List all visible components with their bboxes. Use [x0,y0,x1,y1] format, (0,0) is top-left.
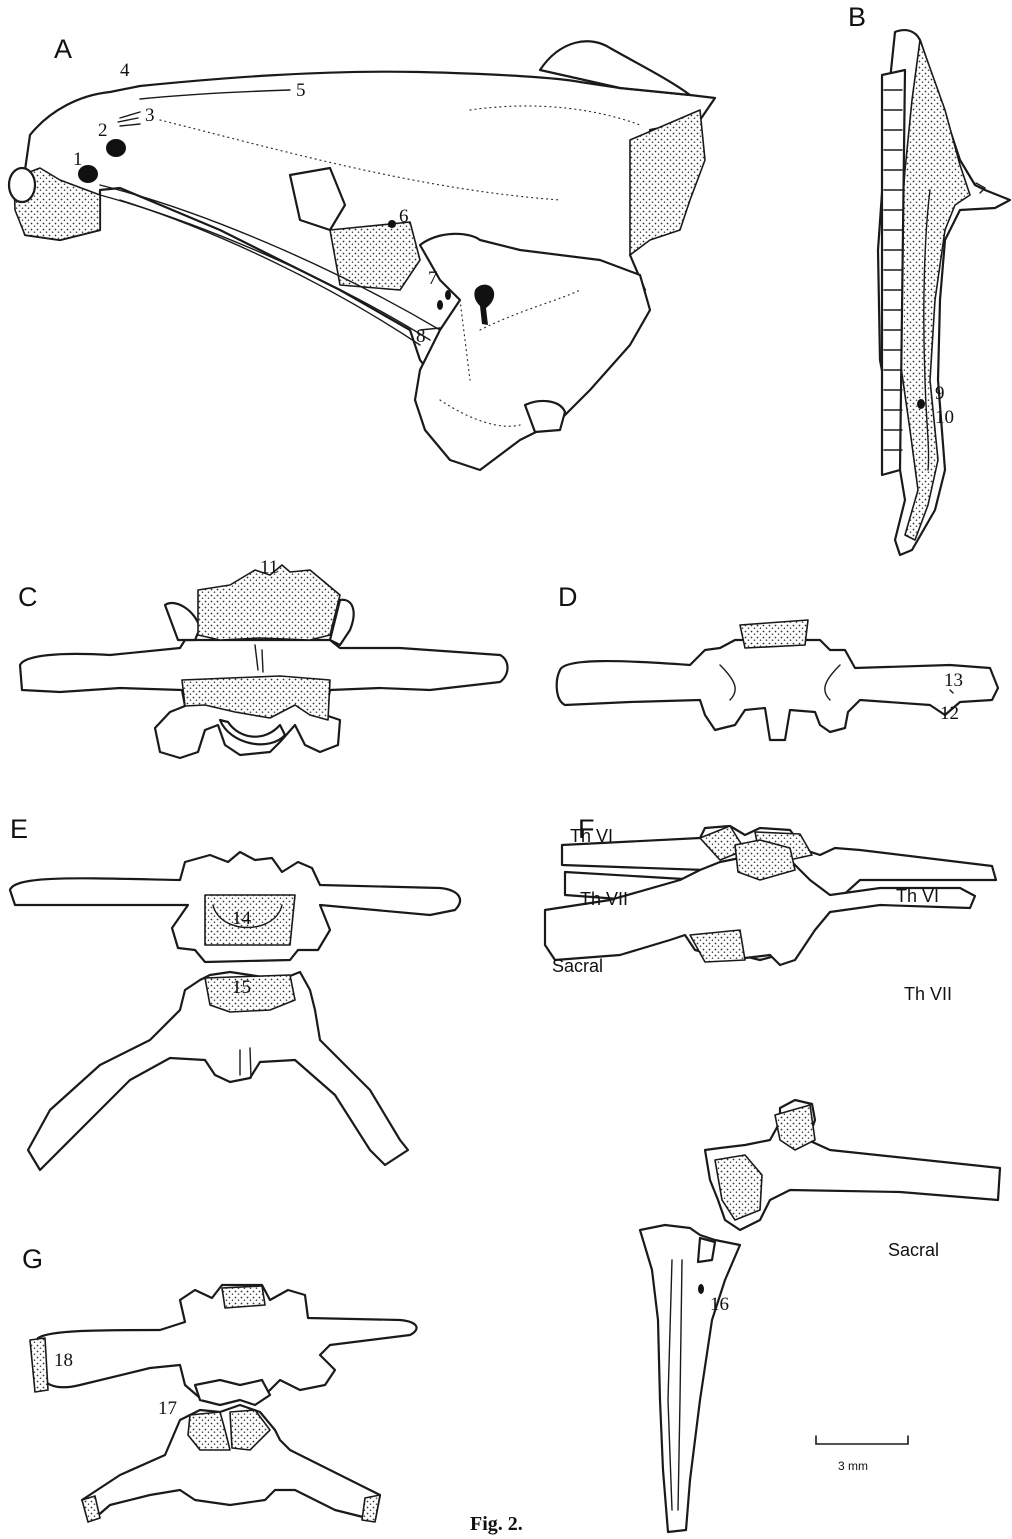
callout-1: 1 [73,149,83,170]
panel-d-vertebra-drawing [557,620,998,740]
callout-4: 4 [120,60,130,81]
callout-15: 15 [232,977,251,998]
panel-e-vertebrae-drawing [10,852,460,1170]
vertebra-label-th7-left: Th VII [580,889,628,909]
callout-12: 12 [940,703,959,724]
panel-e-label: E [10,814,28,844]
callout-17: 17 [158,1398,177,1419]
callout-11: 11 [260,557,278,578]
vertebra-label-th6-right: Th VI [896,886,939,906]
vertebra-label-th6-left: Th VI [570,826,613,846]
callout-13: 13 [944,670,963,691]
callout-5: 5 [296,80,306,101]
callout-14: 14 [232,908,252,929]
figure-caption: Fig. 2. [470,1513,523,1535]
callout-16: 16 [710,1294,729,1315]
panel-c-label: C [18,582,38,612]
panel-g-vertebrae-drawing [30,1285,417,1522]
callout-9: 9 [935,383,945,404]
panel-a-skull-drawing [9,41,715,470]
callout-3: 3 [145,105,155,126]
panel-g-label: G [22,1244,43,1274]
callout-10: 10 [935,407,954,428]
callout-2: 2 [98,120,108,141]
panel-c-vertebra-drawing [20,565,508,758]
panel-f-vertebrae-drawing [545,826,1000,1532]
scale-bar-label: 3 mm [838,1459,868,1473]
panel-b-label: B [848,2,866,32]
panel-a-label: A [54,34,72,64]
vertebra-label-sacral-left: Sacral [552,956,603,976]
callout-18: 18 [54,1350,73,1371]
callout-8: 8 [416,326,426,347]
vertebra-label-sacral-right: Sacral [888,1240,939,1260]
scale-bar [816,1436,908,1444]
panel-b-jaw-drawing [878,30,1010,555]
panel-d-label: D [558,582,578,612]
callout-6: 6 [399,206,409,227]
vertebra-label-th7-right: Th VII [904,984,952,1004]
callout-7: 7 [428,268,438,289]
